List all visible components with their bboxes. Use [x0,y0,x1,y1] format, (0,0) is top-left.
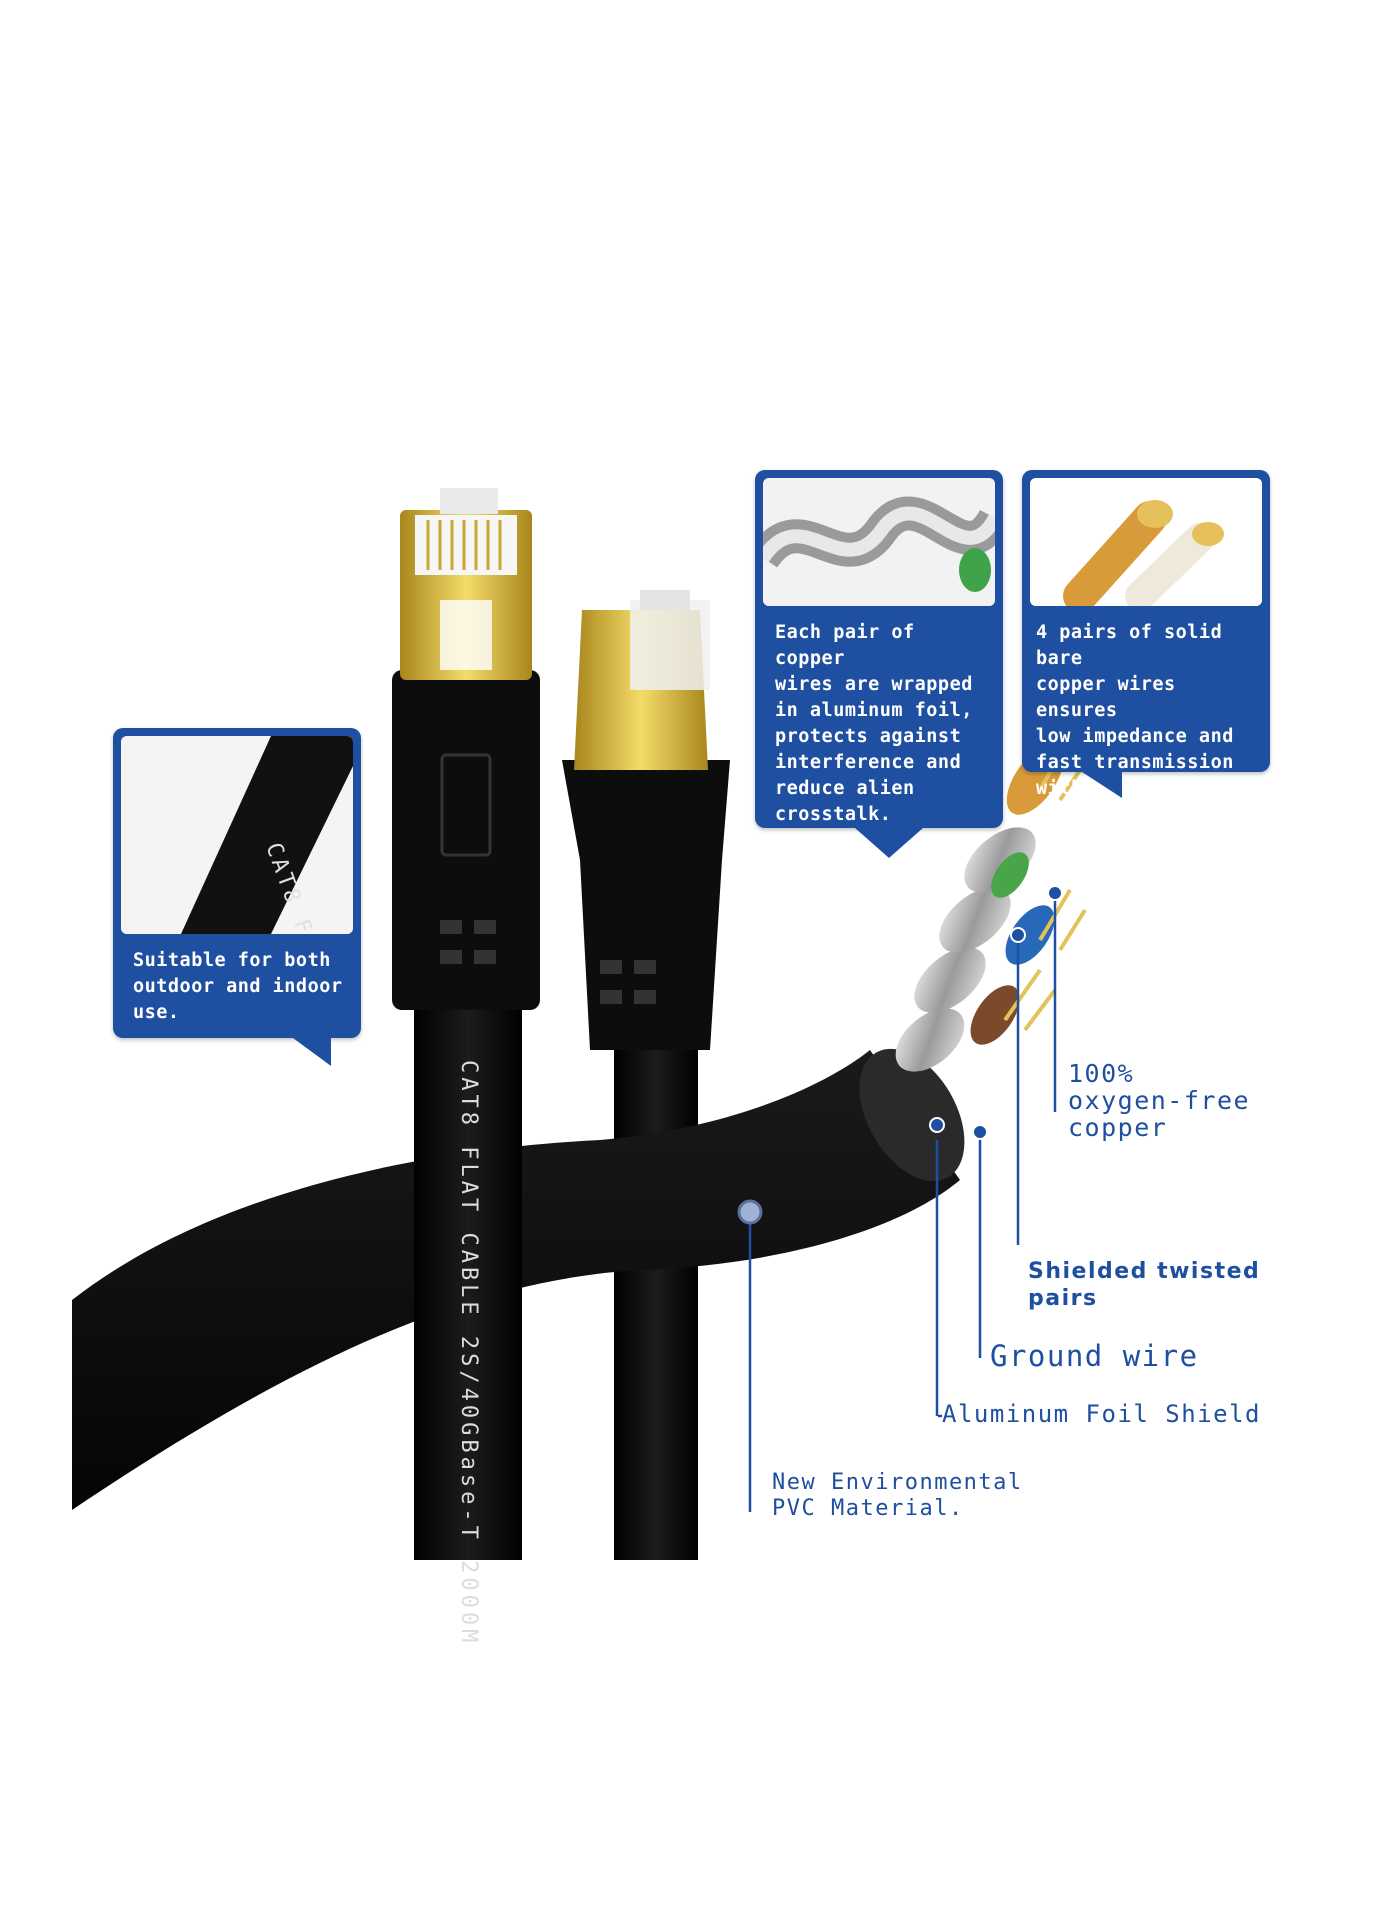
callout-solid-copper: 4 pairs of solid bare copper wires ensur… [1022,470,1270,825]
callout-text-foil: Each pair of copper wires are wrapped in… [775,622,973,825]
label-oxygen-free-copper: 100% oxygen-free copper [1068,1059,1251,1142]
callout-tail [293,1038,331,1066]
cable-print-text: CAT8 FLAT CABLE 2S/40GBase-T 2000M [456,1060,481,1646]
label-shielded-twisted-pairs: Shielded twisted pairs [1028,1259,1261,1311]
rear-vertical-cable [614,1000,698,1560]
flat-cable-icon: CAT8 FL [121,736,353,934]
callout-text-copper: 4 pairs of solid bare copper wires ensur… [1036,622,1234,825]
callout-tail [855,828,923,858]
label-ground-wire: Ground wire [990,1339,1199,1373]
rj45-plug-icon-rear [562,590,730,1050]
rj45-plug-icon [392,488,540,1010]
leader-dots [737,885,1063,1225]
twisted-pair-icon [763,478,995,606]
label-aluminum-foil-shield: Aluminum Foil Shield [942,1400,1261,1428]
label-pvc-material: New Environmental PVC Material. [772,1470,1023,1521]
callout-foil-pairs: Each pair of copper wires are wrapped in… [755,470,1003,858]
copper-wire-icon [1030,478,1262,606]
callout-tail [1082,772,1122,798]
front-vertical-cable [414,990,522,1560]
callout-text-outdoor: Suitable for both outdoor and indoor use… [133,950,343,1023]
leader-lines [748,893,1057,1512]
callout-outdoor-indoor: CAT8 FL Suitable for both outdoor and in… [113,728,361,1066]
